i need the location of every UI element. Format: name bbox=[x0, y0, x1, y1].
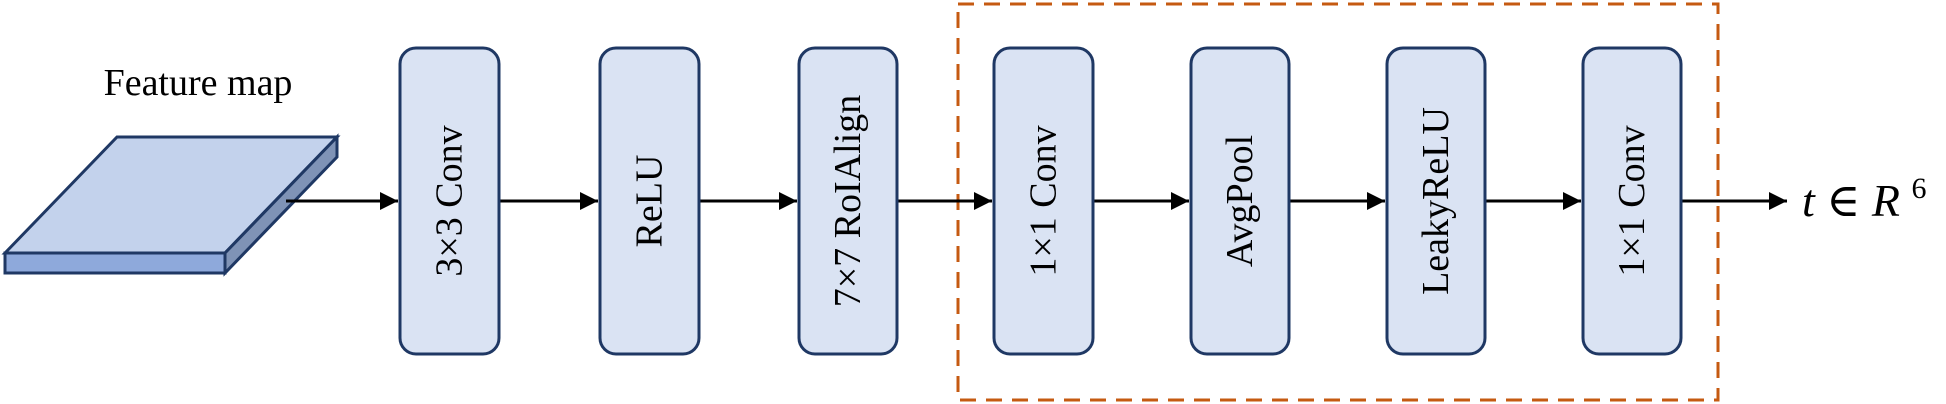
block-conv3x3: 3×3 Conv bbox=[398, 46, 501, 356]
feature-map-front-face bbox=[3, 251, 227, 275]
block-box bbox=[992, 46, 1095, 356]
block-box bbox=[1385, 46, 1487, 356]
output-element-of-symbol: ∈ bbox=[1826, 175, 1860, 226]
block-relu: ReLU bbox=[598, 46, 701, 356]
output-exponent: 6 bbox=[1911, 172, 1926, 205]
block-label: ReLU bbox=[629, 155, 671, 248]
block-label: 1×1 Conv bbox=[1611, 125, 1653, 276]
feature-map-slab bbox=[1, 133, 341, 277]
output-space: R bbox=[1871, 175, 1900, 226]
block-label: LeakyReLU bbox=[1415, 107, 1457, 295]
block-label: 1×1 Conv bbox=[1023, 125, 1065, 276]
block-conv1x1-b: 1×1 Conv bbox=[1581, 46, 1683, 356]
block-box bbox=[797, 46, 899, 356]
block-leakyrelu: LeakyReLU bbox=[1385, 46, 1487, 356]
output-label: t ∈ R 6 bbox=[1802, 172, 1926, 226]
feature-map-label: Feature map bbox=[104, 62, 293, 104]
block-avgpool: AvgPool bbox=[1189, 46, 1291, 356]
block-box bbox=[398, 46, 501, 356]
block-label: 7×7 RoIAlign bbox=[827, 95, 869, 308]
block-label: 3×3 Conv bbox=[429, 125, 471, 276]
block-box bbox=[1581, 46, 1683, 356]
block-conv1x1-a: 1×1 Conv bbox=[992, 46, 1095, 356]
block-box bbox=[598, 46, 701, 356]
block-roialign: 7×7 RoIAlign bbox=[797, 46, 899, 356]
block-label: AvgPool bbox=[1219, 135, 1261, 267]
output-variable: t bbox=[1802, 175, 1816, 226]
block-box bbox=[1189, 46, 1291, 356]
